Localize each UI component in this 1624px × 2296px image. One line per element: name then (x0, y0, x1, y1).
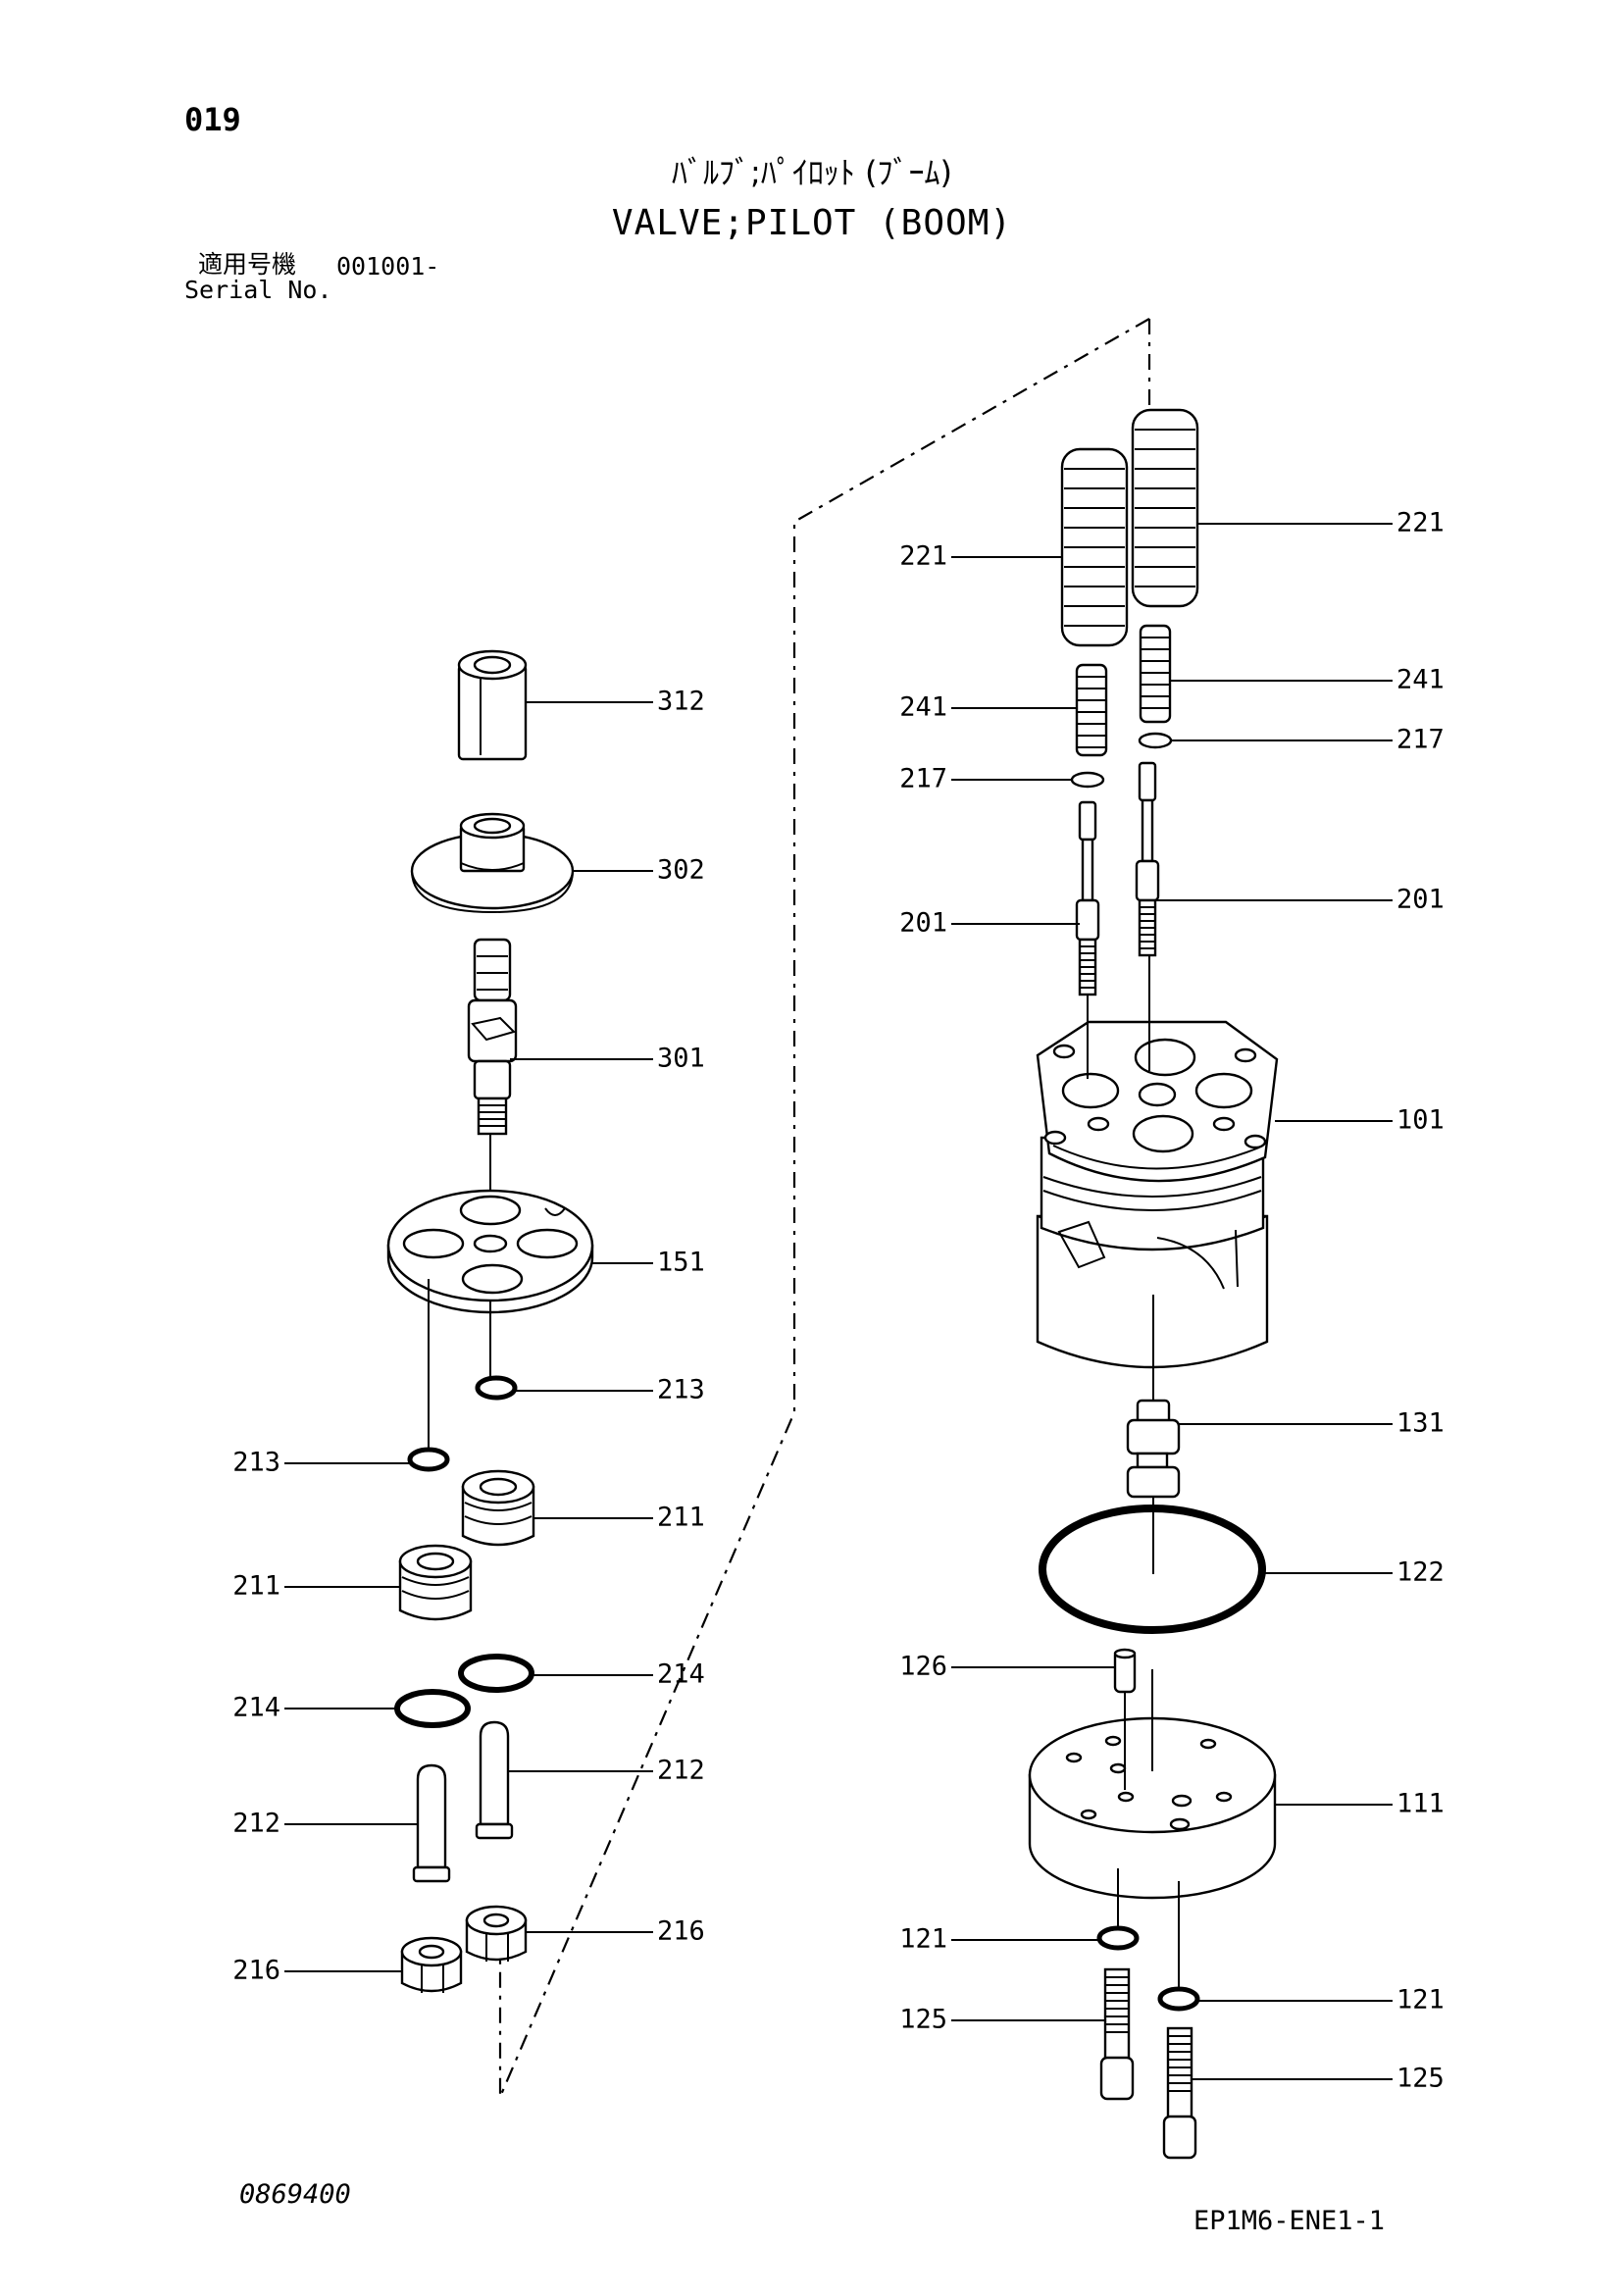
callout-121-right: 121 (1396, 1985, 1445, 2015)
callout-214-right: 214 (657, 1659, 705, 1690)
assembly-axis-right (1087, 955, 1180, 1991)
callout-151: 151 (657, 1248, 705, 1278)
casing-part (1036, 1020, 1279, 1369)
sleeve-part (1126, 1399, 1181, 1499)
universal-joint-part (467, 938, 518, 1136)
spool-left-part (1075, 800, 1100, 996)
callout-126: 126 (899, 1652, 947, 1682)
callout-201-right: 201 (1396, 885, 1445, 915)
drawing-number: 0869400 (239, 2179, 351, 2210)
callout-111: 111 (1396, 1789, 1445, 1819)
callout-302: 302 (657, 855, 705, 886)
callout-213-right: 213 (657, 1375, 705, 1405)
outer-spring-right-part (1131, 408, 1199, 608)
outer-spring-left-part (1060, 447, 1129, 647)
callout-211-left: 211 (232, 1571, 280, 1602)
callout-217-left: 217 (899, 764, 947, 794)
callout-121-left: 121 (899, 1924, 947, 1955)
callout-101: 101 (1396, 1105, 1445, 1136)
socket-bolt-right-part (1162, 2026, 1197, 2160)
plug-right-part (461, 1469, 535, 1547)
callout-131: 131 (1396, 1408, 1445, 1439)
serial-number-label: Serial No. (184, 276, 332, 304)
callout-122: 122 (1396, 1557, 1445, 1588)
callout-217-right: 217 (1396, 725, 1445, 755)
callout-241-right: 241 (1396, 665, 1445, 695)
seal-washer-left-part (1096, 1925, 1140, 1951)
applicable-model-label: 適用号機 (198, 250, 297, 279)
hex-nut-left-part (400, 1936, 463, 1993)
hex-nut-right-part (465, 1905, 528, 1962)
sheet-code: EP1M6-ENE1-1 (1193, 2206, 1386, 2236)
callout-213-left: 213 (232, 1448, 280, 1478)
callout-216-right: 216 (657, 1916, 705, 1947)
callout-212-left: 212 (232, 1809, 280, 1839)
title-japanese: ﾊﾞﾙﾌﾞ;ﾊﾟｲﾛｯﾄ (ﾌﾞｰﾑ) (672, 154, 952, 191)
leader-lines (284, 523, 1393, 2080)
callout-221-right: 221 (1396, 508, 1445, 538)
socket-bolt-left-part (1099, 1967, 1135, 2101)
callout-211-right: 211 (657, 1503, 705, 1533)
page-number: 019 (184, 101, 241, 138)
o-ring-left-part (394, 1689, 471, 1728)
adjusting-nut-part (457, 649, 528, 761)
washer-right-part (1138, 732, 1173, 749)
callout-312: 312 (657, 687, 705, 717)
callout-125-right: 125 (1396, 2064, 1445, 2094)
spool-right-part (1135, 761, 1160, 957)
callout-214-left: 214 (232, 1693, 280, 1723)
callout-221-left: 221 (899, 541, 947, 572)
push-rod-left-part (412, 1763, 451, 1883)
small-seal-left-part (407, 1447, 450, 1472)
small-seal-right-part (475, 1375, 518, 1401)
inner-spring-left-part (1075, 663, 1108, 757)
disc-plate-part (410, 812, 575, 914)
plug-left-part (398, 1544, 473, 1621)
applicable-serial-value: 001001- (336, 252, 440, 281)
inner-spring-right-part (1139, 624, 1172, 724)
port-plate-part (1028, 1716, 1277, 1900)
callout-216-left: 216 (232, 1956, 280, 1986)
callout-301: 301 (657, 1044, 705, 1074)
callout-201-left: 201 (899, 908, 947, 939)
assembly-axis-left (428, 1134, 491, 1450)
push-rod-right-part (475, 1720, 514, 1840)
callout-125-left: 125 (899, 2005, 947, 2035)
title-english: VALVE;PILOT (BOOM) (611, 203, 1013, 243)
hole-plate-part (386, 1189, 594, 1314)
seal-washer-right-part (1157, 1986, 1200, 2012)
o-ring-right-part (458, 1654, 534, 1693)
callout-241-left: 241 (899, 692, 947, 723)
callout-212-right: 212 (657, 1756, 705, 1786)
assembly-boundary-line (498, 318, 1150, 2098)
washer-left-part (1070, 771, 1105, 789)
pin-part (1113, 1648, 1137, 1694)
